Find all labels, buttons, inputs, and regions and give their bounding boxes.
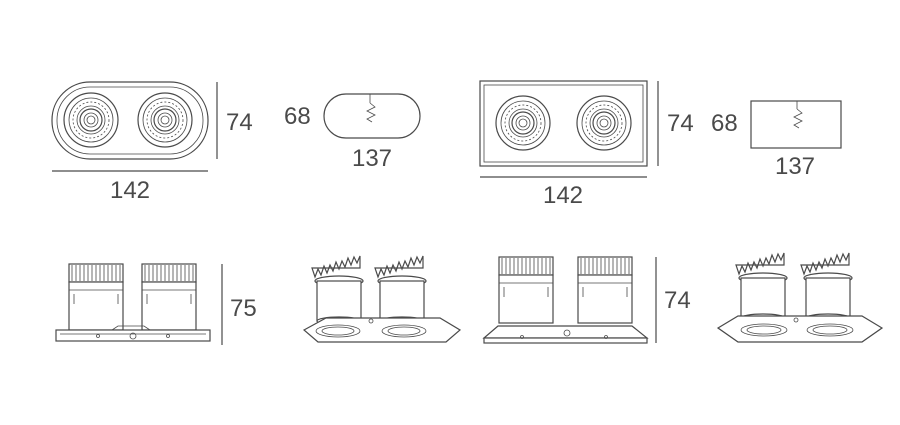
side-square-height-label: 74 — [664, 287, 691, 314]
cutout-round-height-label: 68 — [284, 103, 311, 130]
top-view-round: 142 74 — [51, 81, 253, 204]
side-view-round: 75 — [55, 263, 257, 345]
cutout-square-height-label: 68 — [711, 110, 738, 137]
perspective-round — [302, 255, 462, 343]
side-round-height-label: 75 — [230, 295, 257, 322]
top-round-width-label: 142 — [110, 177, 150, 204]
cutout-round-width-label: 137 — [352, 145, 392, 172]
top-round-height-label: 74 — [226, 109, 253, 136]
top-square-height-label: 74 — [667, 110, 694, 137]
side-view-square: 74 — [482, 256, 691, 344]
cutout-square-width-label: 137 — [775, 153, 815, 180]
cutout-square: 68 137 — [711, 100, 842, 180]
top-square-width-label: 142 — [543, 182, 583, 209]
top-view-square: 142 74 — [479, 80, 694, 209]
perspective-square — [716, 252, 884, 343]
cutout-round: 68 137 — [284, 93, 421, 172]
